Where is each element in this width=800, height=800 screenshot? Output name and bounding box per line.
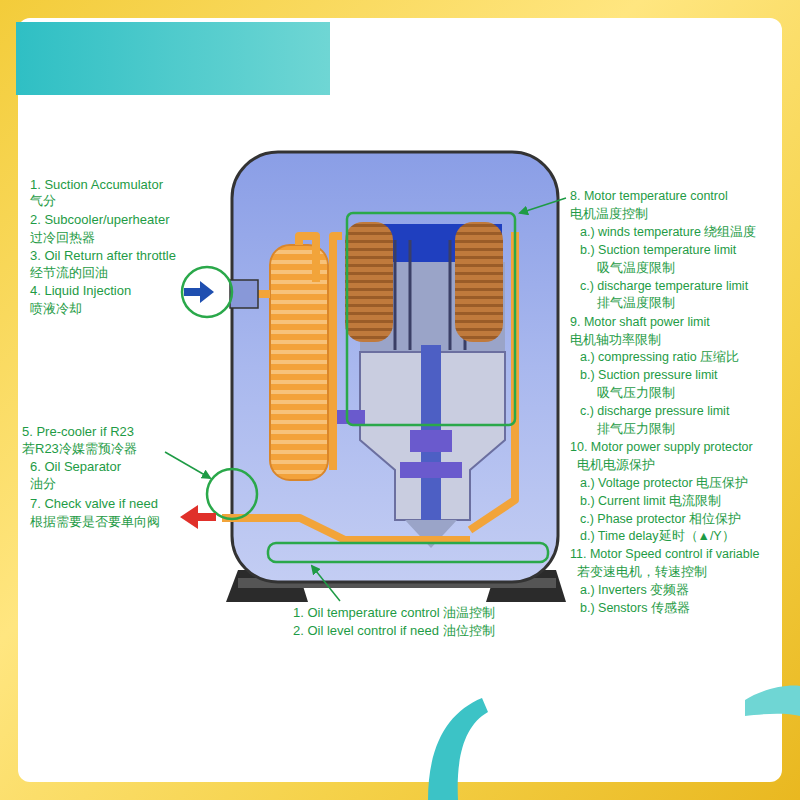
art-part <box>333 236 342 470</box>
callout-label: 根据需要是否要单向阀 <box>30 514 160 530</box>
eccentric-block <box>410 430 452 452</box>
callout-label: 1. Suction Accumulator <box>30 177 163 193</box>
callout-label: 9. Motor shaft power limit <box>570 314 710 330</box>
callout-label: 2. Subcooler/uperheater <box>30 212 169 228</box>
art-part <box>409 240 412 350</box>
callout-label: a.) compressing ratio 压缩比 <box>580 349 739 365</box>
callout-label: 8. Motor temperature control <box>570 188 728 204</box>
callout-label: 气分 <box>30 193 56 209</box>
callout-label: 电机轴功率限制 <box>570 332 661 348</box>
callout-label: 11. Motor Speed control if variable <box>570 546 759 562</box>
teal-corner <box>745 686 800 716</box>
art-part <box>449 240 452 350</box>
art-part <box>258 290 270 298</box>
teal-banner <box>16 22 330 95</box>
art-part <box>222 518 470 540</box>
oil-sump-highlight <box>268 543 548 562</box>
rotor-lines <box>395 240 465 350</box>
callout-label: c.) discharge pressure limit <box>580 403 729 419</box>
callout-label: 吸气温度限制 <box>597 260 675 276</box>
callout-label: 3. Oil Return after throttle <box>30 248 176 264</box>
inlet-highlight <box>182 267 232 317</box>
callout-label: 5. Pre-cooler if R23 <box>22 424 134 440</box>
callout-label: 1. Oil temperature control 油温控制 <box>293 605 495 621</box>
callout-label: c.) Phase protector 相位保护 <box>580 511 741 527</box>
leader-line <box>165 452 210 478</box>
art-part <box>470 232 515 530</box>
inlet-arrow <box>184 281 214 303</box>
inlet-stub <box>230 280 258 308</box>
callout-label: 排气压力限制 <box>597 421 675 437</box>
art-part <box>394 240 397 350</box>
teal-swoosh <box>428 698 488 800</box>
outlet-highlight <box>207 469 257 519</box>
callout-label: b.) Current limit 电流限制 <box>580 493 721 509</box>
leader-line <box>312 566 340 601</box>
callout-label: 过冷回热器 <box>30 230 95 246</box>
callout-label: 6. Oil Separator <box>30 459 121 475</box>
callout-label: 若R23冷媒需预冷器 <box>22 441 137 457</box>
art-part <box>299 236 316 282</box>
leader-line <box>520 198 566 213</box>
callout-label: a.) Inverters 变频器 <box>580 582 689 598</box>
callout-label: 油分 <box>30 476 56 492</box>
motor-coil <box>345 222 393 342</box>
callout-label: 若变速电机，转速控制 <box>577 564 707 580</box>
callout-label: 10. Motor power supply protector <box>570 439 753 455</box>
callout-label: 7. Check valve if need <box>30 496 158 512</box>
callout-label: 经节流的回油 <box>30 265 108 281</box>
white-panel <box>18 18 782 782</box>
callout-label: b.) Suction temperature limit <box>580 242 736 258</box>
callout-label: c.) discharge temperature limit <box>580 278 748 294</box>
callout-label: 电机温度控制 <box>570 206 648 222</box>
callout-label: d.) Time delay延时（▲/Y） <box>580 528 735 544</box>
eccentric-block <box>400 462 462 478</box>
callout-label: 4. Liquid Injection <box>30 283 131 299</box>
callout-label: b.) Suction pressure limit <box>580 367 718 383</box>
callout-label: 电机电源保护 <box>577 457 655 473</box>
callout-label: 喷液冷却 <box>30 301 82 317</box>
callout-label: 排气温度限制 <box>597 295 675 311</box>
refrigerant-pipes <box>222 232 515 540</box>
callout-label: b.) Senstors 传感器 <box>580 600 690 616</box>
outlet-arrow <box>180 505 216 529</box>
motor-highlight <box>347 213 515 425</box>
callout-label: 吸气压力限制 <box>597 385 675 401</box>
callout-label: 2. Oil level control if need 油位控制 <box>293 623 495 639</box>
callout-label: a.) Voltage protector 电压保护 <box>580 475 748 491</box>
callout-label: a.) winds temperature 绕组温度 <box>580 224 756 240</box>
motor-coil <box>455 222 503 342</box>
